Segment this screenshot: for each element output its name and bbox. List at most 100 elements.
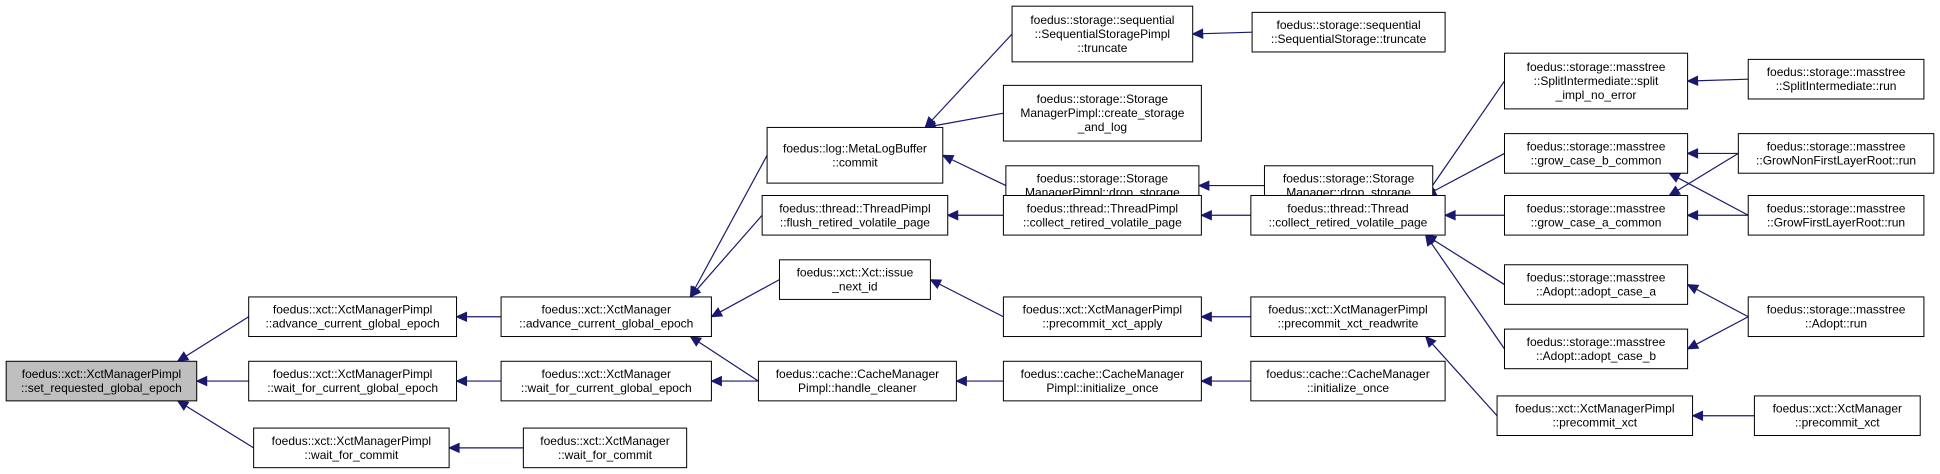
call-nodes: foedus::xct::XctManagerPimpl::set_reques… [5,5,1935,469]
graph-node-n4[interactable]: foedus::xct::XctManager::advance_current… [500,296,712,338]
edge-n19-n14 [1200,210,1251,221]
node-label-line: ::wait_for_current_global_epoch [267,381,438,395]
node-label-line: foedus::thread::ThreadPimpl [1027,201,1178,215]
node-label-line: ::Adopt::adopt_case_a [1536,285,1656,299]
graph-node-n7[interactable]: foedus::log::MetaLogBuffer::commit [766,126,944,184]
graph-node-n29[interactable]: foedus::storage::masstree::GrowNonFirstL… [1737,133,1935,174]
node-label-line: ::Adopt::run [1805,317,1867,331]
edge-n5-n2 [455,375,502,387]
node-box [1011,5,1194,63]
graph-node-n26[interactable]: foedus::storage::masstree::Adopt::adopt_… [1503,328,1689,370]
arrowhead-icon [689,285,702,298]
edge-n29-n23 [1686,148,1739,159]
node-label-line: foedus::storage::masstree [1767,303,1906,317]
edge-line [698,341,759,382]
graph-node-n3[interactable]: foedus::xct::XctManagerPimpl::wait_for_c… [253,427,450,469]
edge-n9-n4 [710,279,780,318]
node-label-line: foedus::storage::masstree [1527,201,1666,215]
node-box [253,427,450,469]
graph-node-n27[interactable]: foedus::xct::XctManagerPimpl::precommit_… [1496,395,1694,437]
graph-node-n11[interactable]: foedus::storage::sequential::SequentialS… [1011,5,1194,63]
edge-n20-n15 [1200,311,1251,323]
graph-node-n21[interactable]: foedus::cache::CacheManager::initialize_… [1250,360,1446,402]
edge-n21-n16 [1200,375,1251,387]
node-label-line: ::flush_retired_volatile_page [780,215,930,229]
edge-n30-n24 [1686,210,1749,221]
edge-n24-n19 [1443,210,1505,221]
edge-line [185,316,250,357]
arrowhead-icon [1200,375,1212,387]
graph-node-n9[interactable]: foedus::xct::Xct::issue_next_id [778,259,931,300]
node-label-line: foedus::storage::Storage [1037,172,1169,186]
node-label-line: ::truncate [1077,41,1127,55]
node-label-line: foedus::storage::sequential [1277,18,1421,32]
edge-line [939,283,1004,318]
node-label-line: Pimpl::handle_cleaner [798,381,917,395]
node-label-line: foedus::storage::masstree [1527,60,1666,74]
graph-node-n19[interactable]: foedus::thread::Thread::collect_retired_… [1250,194,1446,236]
graph-node-n17[interactable]: foedus::storage::sequential::SequentialS… [1251,11,1446,53]
edge-line [1433,239,1505,286]
node-label-line: ::GrowNonFirstLayerRoot::run [1756,153,1916,167]
graph-node-n15[interactable]: foedus::xct::XctManagerPimpl::precommit_… [1002,296,1202,338]
graph-node-n8[interactable]: foedus::thread::ThreadPimpl::flush_retir… [761,194,949,236]
graph-node-n25[interactable]: foedus::storage::masstree::Adopt::adopt_… [1503,264,1689,305]
graph-node-n2[interactable]: foedus::xct::XctManagerPimpl::wait_for_c… [248,360,458,402]
graph-node-n22[interactable]: foedus::storage::masstree::SplitIntermed… [1503,52,1689,110]
node-label-line: ::grow_case_b_common [1531,153,1662,167]
graph-node-n23[interactable]: foedus::storage::masstree::grow_case_b_c… [1503,133,1689,174]
edge-line [185,405,254,449]
graph-node-n31[interactable]: foedus::storage::masstree::Adopt::run [1747,296,1925,338]
graph-node-n32[interactable]: foedus::xct::XctManager::precommit_xct [1753,395,1921,437]
arrowhead-icon [946,210,959,221]
graph-node-n6[interactable]: foedus::xct::XctManager::wait_for_commit [522,427,688,469]
edge-line [694,154,768,289]
node-label-line: _next_id [831,280,877,294]
node-box [1250,194,1446,236]
node-box [1250,360,1446,402]
graph-node-n1[interactable]: foedus::xct::XctManagerPimpl::advance_cu… [248,296,458,338]
node-box [1496,395,1694,437]
node-label-line: foedus::storage::Storage [1283,172,1415,186]
arrowhead-icon [455,311,468,323]
arrowhead-icon [1686,210,1699,221]
graph-node-n12[interactable]: foedus::storage::StorageManagerPimpl::cr… [1002,84,1202,142]
graph-node-n24[interactable]: foedus::storage::masstree::grow_case_a_c… [1503,194,1689,236]
graph-node-n16[interactable]: foedus::cache::CacheManagerPimpl::initia… [1002,360,1202,402]
arrowhead-icon [710,307,724,318]
arrowhead-icon [176,351,190,362]
node-label-line: ::precommit_xct [1795,416,1880,430]
edge-n13-n7 [941,154,1007,187]
edge-line [1696,288,1749,318]
arrowhead-icon [1424,335,1437,348]
graph-node-n14[interactable]: foedus::thread::ThreadPimpl::collect_ret… [1002,194,1202,236]
edge-n1-n0 [176,316,250,362]
edge-line [1202,31,1253,35]
node-box [1002,360,1202,402]
graph-node-n28[interactable]: foedus::storage::masstree::SplitIntermed… [1747,58,1925,100]
node-label-line: foedus::xct::XctManagerPimpl [22,367,181,381]
edge-n16-n10 [955,375,1004,387]
graph-node-n5[interactable]: foedus::xct::XctManager::wait_for_curren… [500,360,712,402]
node-box [1747,296,1925,338]
graph-node-n10[interactable]: foedus::cache::CacheManagerPimpl::handle… [757,360,957,402]
node-label-line: foedus::storage::sequential [1030,13,1174,27]
node-label-line: ::set_requested_global_epoch [21,381,182,395]
arrowhead-icon [1668,185,1682,197]
edge-n10-n4 [689,335,759,382]
node-label-line: foedus::xct::XctManagerPimpl [1268,303,1427,317]
arrowhead-icon [1191,28,1204,39]
node-label-line: ::wait_for_commit [304,448,399,462]
edge-line [931,33,1013,121]
graph-node-n30[interactable]: foedus::storage::masstree::GrowFirstLaye… [1747,194,1925,236]
graph-node-n20[interactable]: foedus::xct::XctManagerPimpl::precommit_… [1250,296,1446,338]
node-box [1002,84,1202,142]
edge-n18-n13 [1197,180,1265,191]
graph-node-n0[interactable]: foedus::xct::XctManagerPimpl::set_reques… [5,360,198,402]
node-box [1002,194,1202,236]
node-label-line: foedus::xct::XctManagerPimpl [273,303,432,317]
node-box [1503,133,1689,174]
node-label-line: foedus::xct::XctManager [542,303,671,317]
node-box [1503,264,1689,305]
node-box [1737,133,1935,174]
